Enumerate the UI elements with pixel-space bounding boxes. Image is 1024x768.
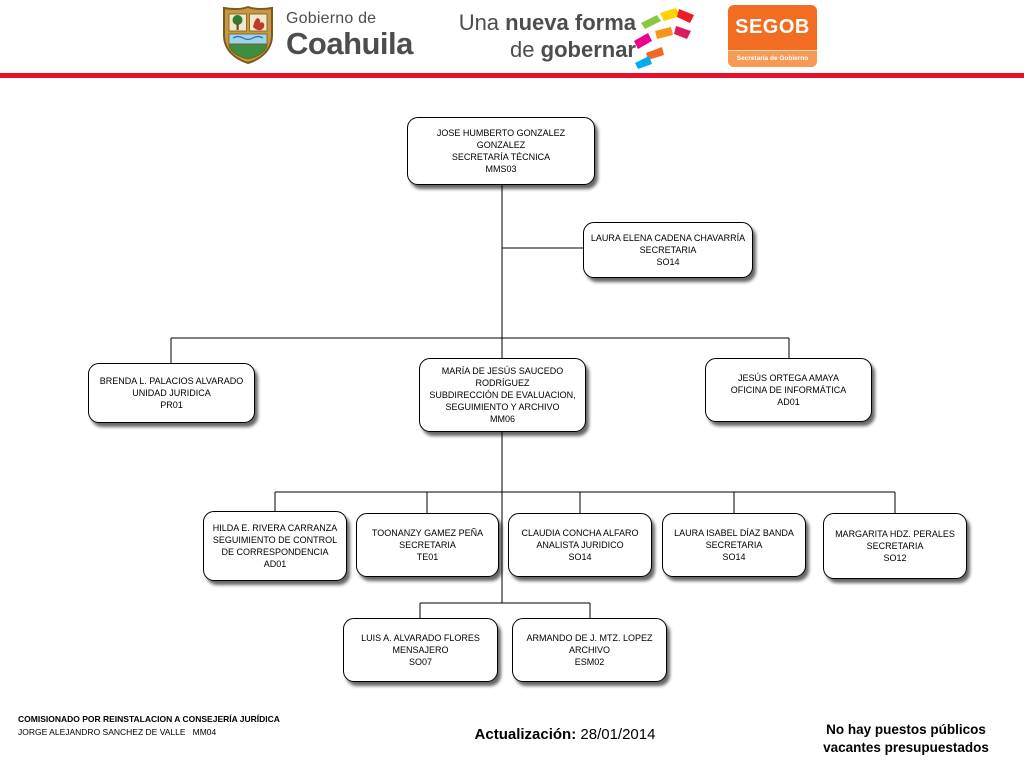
node-title: SECRETARIA (399, 540, 456, 550)
segob-logo-title: SEGOB (735, 16, 810, 38)
node-name: BRENDA L. PALACIOS ALVARADO (99, 376, 244, 386)
node-code: AD01 (777, 397, 800, 407)
mosaic-tiles-icon (633, 7, 711, 74)
node-name: JESÚS ORTEGA AMAYA (737, 373, 840, 383)
update-date-value: 28/01/2014 (576, 726, 656, 743)
node-title: SECRETARÍA TÉCNICA (451, 152, 551, 162)
slogan-line1: Una nueva forma (458, 10, 636, 35)
node-code: TE01 (416, 552, 439, 562)
org-node-secretaria-gamez: TOONANZY GAMEZ PEÑA SECRETARIA TE01 (356, 513, 499, 577)
node-title: SECRETARIA (639, 245, 697, 255)
node-code: SO14 (568, 552, 592, 562)
node-title: ANALISTA JURIDICO (536, 540, 624, 550)
org-node-secretaria-tecnica: JOSE HUMBERTO GONZALEZ GONZALEZ SECRETAR… (407, 117, 595, 185)
node-title: SEGUIMIENTO DE CONTROL DE CORRESPONDENCI… (212, 535, 338, 557)
node-code: AD01 (263, 559, 287, 569)
slogan-line2: de gobernar (510, 37, 636, 62)
node-name: MARÍA DE JESÚS SAUCEDO RODRÍGUEZ (441, 366, 564, 388)
node-code: ESM02 (574, 657, 605, 667)
org-node-analista-juridico: CLAUDIA CONCHA ALFARO ANALISTA JURIDICO … (508, 513, 652, 577)
node-title: ARCHIVO (568, 645, 610, 655)
node-title: MENSAJERO (392, 645, 449, 655)
org-node-oficina-informatica: JESÚS ORTEGA AMAYA OFICINA DE INFORMÁTIC… (705, 358, 872, 422)
node-title: SUBDIRECCIÓN DE EVALUACION, SEGUIMIENTO … (429, 390, 576, 412)
commissioned-note-title: COMISIONADO POR REINSTALACION A CONSEJER… (18, 714, 280, 724)
node-name: LUIS A. ALVARADO FLORES (361, 633, 480, 643)
header-bar: Gobierno de Coahuila Una nueva forma de … (0, 0, 1024, 73)
node-title: SECRETARIA (705, 540, 763, 550)
node-name: LAURA ISABEL DÍAZ BANDA (674, 528, 794, 538)
org-node-subdireccion-evaluacion: MARÍA DE JESÚS SAUCEDO RODRÍGUEZ SUBDIRE… (419, 358, 586, 432)
org-node-control-correspondencia: HILDA E. RIVERA CARRANZA SEGUIMIENTO DE … (203, 511, 347, 581)
node-title: OFICINA DE INFORMÁTICA (730, 385, 847, 395)
logo-text-top: Gobierno de (286, 10, 377, 27)
node-code: SO07 (408, 657, 432, 667)
node-name: JOSE HUMBERTO GONZALEZ GONZALEZ (436, 128, 566, 150)
coahuila-coat-of-arms-icon (219, 4, 277, 71)
node-code: MM06 (489, 414, 515, 424)
node-code: SO14 (722, 552, 746, 562)
node-name: LAURA ELENA CADENA CHAVARRÍA (590, 233, 746, 243)
node-name: CLAUDIA CONCHA ALFARO (521, 528, 639, 538)
org-node-secretaria-cadena: LAURA ELENA CADENA CHAVARRÍA SECRETARIA … (583, 222, 753, 278)
node-title: SECRETARIA (866, 541, 924, 551)
segob-logo-subtitle: Secretaría de Gobierno (728, 50, 817, 67)
node-name: MARGARITA HDZ. PERALES (835, 529, 955, 539)
node-code: SO14 (656, 257, 680, 267)
node-name: TOONANZY GAMEZ PEÑA (371, 528, 484, 538)
org-node-secretaria-perales: MARGARITA HDZ. PERALES SECRETARIA SO12 (823, 513, 967, 579)
segob-logo: SEGOB Secretaría de Gobierno (728, 5, 817, 67)
node-code: SO12 (883, 553, 907, 563)
node-name: HILDA E. RIVERA CARRANZA (212, 523, 338, 533)
node-title: UNIDAD JURIDICA (132, 388, 211, 398)
node-name: ARMANDO DE J. MTZ. LOPEZ (526, 633, 653, 643)
header-red-divider (0, 73, 1024, 78)
org-node-secretaria-diaz: LAURA ISABEL DÍAZ BANDA SECRETARIA SO14 (662, 513, 806, 577)
slogan-text: Una nueva forma de gobernar (440, 9, 636, 63)
node-code: PR01 (160, 400, 183, 410)
vacancy-note: No hay puestos públicos vacantes presupu… (800, 721, 1012, 757)
org-node-mensajero: LUIS A. ALVARADO FLORES MENSAJERO SO07 (343, 618, 498, 682)
coahuila-logo-text: Gobierno de Coahuila (286, 10, 413, 60)
update-date-label: Actualización: (474, 726, 577, 743)
vacancy-note-line1: No hay puestos públicos (826, 722, 986, 737)
org-node-unidad-juridica: BRENDA L. PALACIOS ALVARADO UNIDAD JURID… (88, 363, 255, 423)
vacancy-note-line2: vacantes presupuestados (823, 740, 989, 755)
commissioned-note: COMISIONADO POR REINSTALACION A CONSEJER… (18, 713, 280, 739)
org-node-archivo: ARMANDO DE J. MTZ. LOPEZ ARCHIVO ESM02 (512, 618, 667, 682)
update-date: Actualización: 28/01/2014 (430, 726, 700, 743)
logo-text-bottom: Coahuila (286, 26, 413, 61)
commissioned-note-person: JORGE ALEJANDRO SANCHEZ DE VALLE MM04 (18, 727, 217, 737)
node-code: MMS03 (485, 164, 517, 174)
